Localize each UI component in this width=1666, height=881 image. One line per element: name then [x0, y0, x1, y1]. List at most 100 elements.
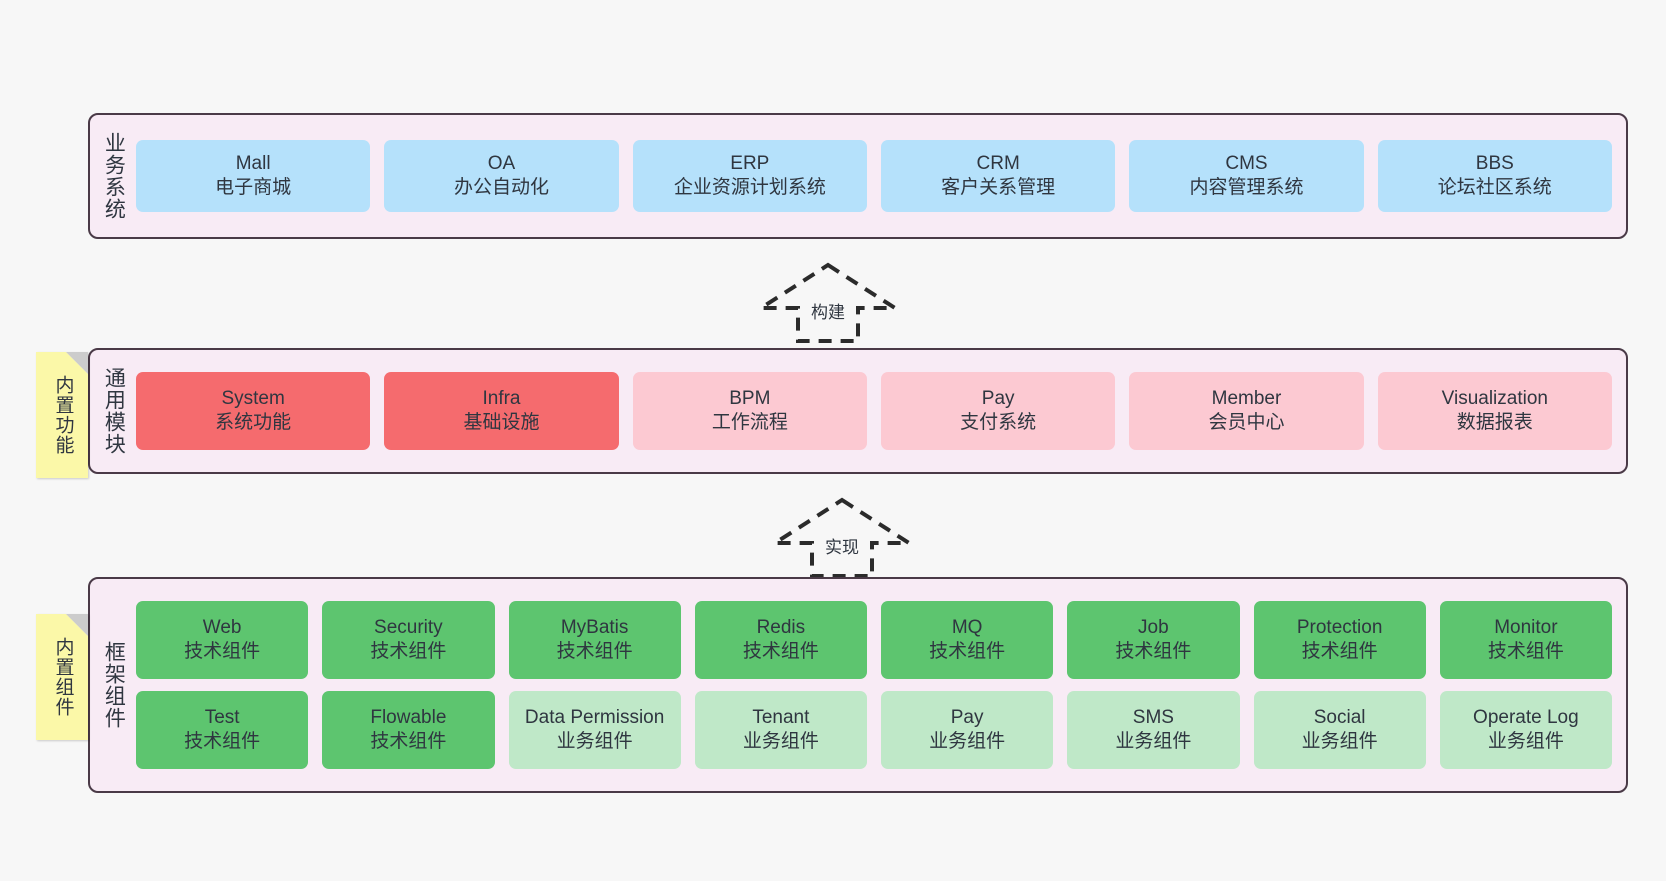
- card-title: SMS: [1132, 706, 1174, 728]
- card-title: BPM: [729, 387, 771, 409]
- card-operate-log[interactable]: Operate Log 业务组件: [1439, 691, 1612, 769]
- layer-body-common: System 系统功能 Infra 基础设施 BPM 工作流程 Pay 支付系统…: [136, 350, 1626, 472]
- card-title: Member: [1211, 387, 1282, 409]
- card-title: Infra: [482, 387, 521, 409]
- card-subtitle: 业务组件: [556, 731, 633, 752]
- card-data-permission[interactable]: Data Permission 业务组件: [508, 691, 681, 769]
- card-pay[interactable]: Pay 支付系统: [880, 372, 1116, 450]
- card-subtitle: 技术组件: [184, 731, 261, 752]
- card-infra[interactable]: Infra 基础设施: [384, 372, 619, 450]
- card-subtitle: 论坛社区系统: [1437, 177, 1552, 198]
- card-title: Data Permission: [524, 706, 665, 728]
- card-title: Operate Log: [1473, 706, 1579, 728]
- card-pay-business[interactable]: Pay 业务组件: [881, 691, 1054, 769]
- card-title: Test: [204, 706, 240, 728]
- card-subtitle: 技术组件: [370, 641, 447, 662]
- card-flowable[interactable]: Flowable 技术组件: [322, 691, 495, 769]
- card-grid-framework: Web 技术组件 Security 技术组件 MyBatis 技术组件 Redi…: [136, 601, 1612, 769]
- card-row-framework-business: Test 技术组件 Flowable 技术组件 Data Permission …: [136, 691, 1612, 769]
- card-system[interactable]: System 系统功能: [136, 372, 371, 450]
- layer-common-modules: 通用模块 System 系统功能 Infra 基础设施 BPM 工作流程 Pay…: [88, 348, 1628, 474]
- card-title: CRM: [976, 152, 1020, 174]
- card-subtitle: 技术组件: [742, 641, 819, 662]
- card-subtitle: 支付系统: [960, 412, 1037, 433]
- card-title: Mall: [235, 152, 271, 174]
- card-title: Web: [202, 616, 242, 638]
- card-test[interactable]: Test 技术组件: [136, 691, 309, 769]
- connector-implement-label: 实现: [825, 538, 859, 557]
- sticky-note-label: 内置组件: [52, 637, 74, 717]
- layer-body-framework: Web 技术组件 Security 技术组件 MyBatis 技术组件 Redi…: [136, 579, 1626, 791]
- card-title: Flowable: [370, 706, 447, 728]
- card-subtitle: 技术组件: [556, 641, 633, 662]
- card-crm[interactable]: CRM 客户关系管理: [880, 140, 1116, 212]
- card-title: MyBatis: [560, 616, 629, 638]
- card-subtitle: 电子商城: [215, 177, 292, 198]
- connector-implement: 实现: [768, 497, 916, 578]
- card-title: Redis: [756, 616, 806, 638]
- layer-framework-components: 框架组件 Web 技术组件 Security 技术组件 MyBatis 技术组件: [88, 577, 1628, 793]
- card-subtitle: 业务组件: [742, 731, 819, 752]
- card-row-framework-tech: Web 技术组件 Security 技术组件 MyBatis 技术组件 Redi…: [136, 601, 1612, 679]
- card-title: Pay: [981, 387, 1015, 409]
- card-subtitle: 系统功能: [215, 412, 292, 433]
- card-title: Job: [1138, 616, 1169, 638]
- card-bbs[interactable]: BBS 论坛社区系统: [1377, 140, 1612, 212]
- card-subtitle: 技术组件: [184, 641, 261, 662]
- card-title: Pay: [950, 706, 984, 728]
- card-subtitle: 会员中心: [1208, 412, 1285, 433]
- sticky-note-builtin-functions: 内置功能: [36, 352, 88, 478]
- card-subtitle: 技术组件: [1487, 641, 1564, 662]
- card-mybatis[interactable]: MyBatis 技术组件: [508, 601, 681, 679]
- card-mq[interactable]: MQ 技术组件: [881, 601, 1054, 679]
- card-subtitle: 业务组件: [1115, 731, 1192, 752]
- card-job[interactable]: Job 技术组件: [1067, 601, 1240, 679]
- card-title: Social: [1313, 706, 1366, 728]
- card-monitor[interactable]: Monitor 技术组件: [1439, 601, 1612, 679]
- sticky-note-builtin-components: 内置组件: [36, 614, 88, 740]
- card-protection[interactable]: Protection 技术组件: [1253, 601, 1426, 679]
- card-subtitle: 技术组件: [370, 731, 447, 752]
- card-row-common: System 系统功能 Infra 基础设施 BPM 工作流程 Pay 支付系统…: [136, 372, 1612, 450]
- card-subtitle: 技术组件: [929, 641, 1006, 662]
- card-row-business: Mall 电子商城 OA 办公自动化 ERP 企业资源计划系统 CRM 客户关系…: [136, 140, 1612, 212]
- card-subtitle: 技术组件: [1115, 641, 1192, 662]
- card-subtitle: 办公自动化: [453, 177, 549, 198]
- card-tenant[interactable]: Tenant 业务组件: [694, 691, 867, 769]
- card-bpm[interactable]: BPM 工作流程: [632, 372, 867, 450]
- card-redis[interactable]: Redis 技术组件: [694, 601, 867, 679]
- card-title: Visualization: [1441, 387, 1548, 409]
- card-mall[interactable]: Mall 电子商城: [136, 140, 371, 212]
- note-fold-corner-icon: [66, 352, 88, 374]
- card-cms[interactable]: CMS 内容管理系统: [1129, 140, 1364, 212]
- card-web[interactable]: Web 技术组件: [136, 601, 309, 679]
- connector-build: 构建: [754, 262, 902, 343]
- card-visualization[interactable]: Visualization 数据报表: [1377, 372, 1612, 450]
- card-subtitle: 业务组件: [1301, 731, 1378, 752]
- card-sms[interactable]: SMS 业务组件: [1067, 691, 1240, 769]
- card-subtitle: 业务组件: [929, 731, 1006, 752]
- card-member[interactable]: Member 会员中心: [1129, 372, 1364, 450]
- card-subtitle: 客户关系管理: [941, 177, 1056, 198]
- card-oa[interactable]: OA 办公自动化: [384, 140, 619, 212]
- card-subtitle: 内容管理系统: [1189, 177, 1304, 198]
- card-erp[interactable]: ERP 企业资源计划系统: [632, 140, 867, 212]
- card-subtitle: 基础设施: [463, 412, 540, 433]
- layer-body-business: Mall 电子商城 OA 办公自动化 ERP 企业资源计划系统 CRM 客户关系…: [136, 115, 1626, 237]
- card-subtitle: 技术组件: [1301, 641, 1378, 662]
- card-title: Protection: [1296, 616, 1383, 638]
- note-fold-corner-icon: [66, 614, 88, 636]
- layer-title-framework: 框架组件: [102, 641, 126, 729]
- card-security[interactable]: Security 技术组件: [322, 601, 495, 679]
- card-subtitle: 业务组件: [1487, 731, 1564, 752]
- connector-build-label: 构建: [811, 303, 845, 322]
- card-title: BBS: [1475, 152, 1514, 174]
- sticky-note-label: 内置功能: [52, 375, 74, 455]
- card-subtitle: 数据报表: [1456, 412, 1533, 433]
- layer-title-business: 业务系统: [102, 132, 126, 220]
- card-title: Monitor: [1494, 616, 1558, 638]
- card-subtitle: 工作流程: [711, 412, 788, 433]
- card-social[interactable]: Social 业务组件: [1253, 691, 1426, 769]
- card-title: Security: [374, 616, 443, 638]
